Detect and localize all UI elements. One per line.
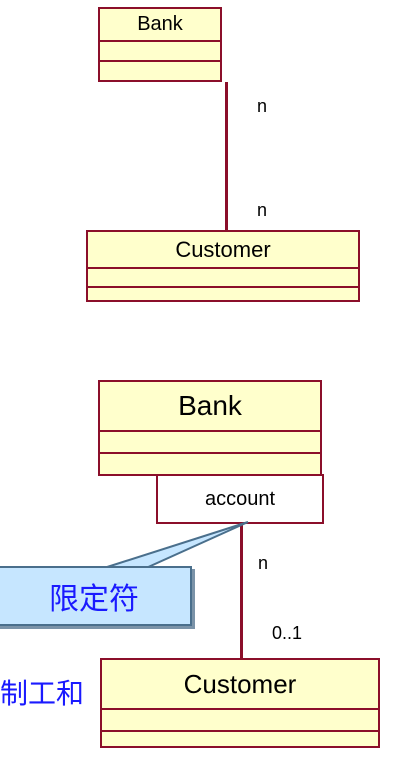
association-line-bottom[interactable] bbox=[240, 524, 243, 660]
qualifier-callout: 限定符 bbox=[0, 566, 192, 626]
qualifier-account-box[interactable]: account bbox=[156, 474, 324, 524]
multiplicity-bank-end-bottom: n bbox=[258, 553, 269, 573]
bank-class-bottom-name: Bank bbox=[100, 382, 320, 432]
multiplicity-bank-end-top: n bbox=[257, 96, 268, 116]
customer-class-bottom-name: Customer bbox=[102, 660, 378, 710]
bank-class-top-attributes bbox=[100, 42, 220, 62]
customer-class-bottom[interactable]: Customer bbox=[100, 658, 380, 748]
bank-class-top-name: Bank bbox=[100, 9, 220, 42]
bank-class-top[interactable]: Bank bbox=[98, 7, 222, 82]
bank-class-bottom-attributes bbox=[100, 432, 320, 454]
customer-class-top-attributes bbox=[88, 269, 358, 288]
bank-class-bottom[interactable]: Bank bbox=[98, 380, 322, 476]
footer-text-partial: 制工和 bbox=[0, 677, 85, 710]
customer-class-top-name: Customer bbox=[88, 232, 358, 269]
customer-class-top[interactable]: Customer bbox=[86, 230, 360, 302]
multiplicity-customer-end-bottom: 0..1 bbox=[272, 623, 303, 643]
multiplicity-customer-end-top: n bbox=[257, 200, 268, 220]
customer-class-bottom-attributes bbox=[102, 710, 378, 732]
association-line-top[interactable] bbox=[225, 82, 228, 232]
customer-class-bottom-operations bbox=[102, 732, 378, 746]
